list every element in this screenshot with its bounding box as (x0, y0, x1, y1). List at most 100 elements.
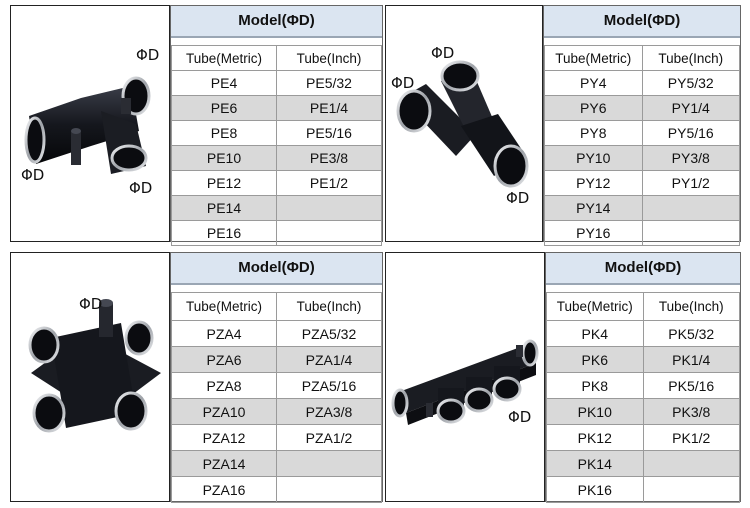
pza-diameter-label: ΦD (79, 295, 103, 313)
pe-metric-cell: PE6 (171, 95, 277, 121)
py-fitting-image-frame: ΦD ΦD ΦD (385, 5, 543, 242)
table-row: PK16 (546, 476, 740, 503)
py-metric-cell: PY12 (544, 170, 643, 196)
pk-metric-cell: PK14 (546, 450, 644, 477)
pza-table-title: Model(ΦD) (171, 253, 382, 285)
pk-manifold-fitting-image (391, 339, 539, 425)
pe-diameter-label-top: ΦD (136, 46, 160, 64)
pk-metric-cell: PK6 (546, 346, 644, 373)
pk-metric-cell: PK16 (546, 476, 644, 503)
pe-diameter-label-bottom: ΦD (129, 179, 153, 197)
table-row: PZA14 (171, 450, 382, 477)
pe-inch-cell: PE1/4 (276, 95, 382, 121)
py-inch-cell: PY5/32 (641, 70, 740, 96)
pk-inch-cell (642, 450, 740, 477)
py-inch-cell (641, 220, 740, 246)
table-row: PK14 (546, 450, 740, 477)
pk-inch-cell: PK1/2 (642, 424, 740, 451)
py-metric-cell: PY4 (544, 70, 643, 96)
pe-header-metric: Tube(Metric) (171, 45, 277, 71)
pza-metric-cell: PZA8 (171, 372, 277, 399)
pk-header-inch: Tube(Inch) (642, 292, 740, 321)
pk-metric-cell: PK10 (546, 398, 644, 425)
py-header-metric: Tube(Metric) (544, 45, 643, 71)
pe-inch-cell: PE5/32 (276, 70, 382, 96)
pza-inch-cell (276, 450, 382, 477)
py-inch-cell: PY1/2 (641, 170, 740, 196)
pe-inch-cell (276, 195, 382, 221)
py-inch-cell: PY5/16 (641, 120, 740, 146)
pza-inch-cell: PZA1/4 (276, 346, 382, 373)
pe-inch-cell: PE5/16 (276, 120, 382, 146)
py-diameter-label-bottom: ΦD (506, 189, 530, 207)
pe-table-title: Model(ΦD) (171, 6, 382, 38)
pk-inch-cell: PK1/4 (642, 346, 740, 373)
py-inch-cell: PY3/8 (641, 145, 740, 171)
py-metric-cell: PY14 (544, 195, 643, 221)
pk-inch-cell (642, 476, 740, 503)
pe-inch-cell: PE1/2 (276, 170, 382, 196)
pk-inch-cell: PK5/32 (642, 320, 740, 347)
py-metric-cell: PY8 (544, 120, 643, 146)
pe-metric-cell: PE12 (171, 170, 277, 196)
table-row: PY16 (544, 220, 740, 246)
pk-table-title: Model(ΦD) (546, 253, 740, 285)
pza-cross-fitting-image (28, 299, 161, 433)
pk-fitting-image-frame: ΦD (385, 252, 545, 502)
pza-inch-cell: PZA3/8 (276, 398, 382, 425)
pe-inch-cell (276, 220, 382, 246)
pza-metric-cell: PZA10 (171, 398, 277, 425)
pe-tee-fitting-image (24, 76, 151, 174)
pza-metric-cell: PZA4 (171, 320, 277, 347)
py-diameter-label-top: ΦD (431, 44, 455, 62)
pza-metric-cell: PZA12 (171, 424, 277, 451)
table-row: PZA16 (171, 476, 382, 503)
py-header-inch: Tube(Inch) (641, 45, 740, 71)
pe-header-inch: Tube(Inch) (276, 45, 382, 71)
pk-diameter-label: ΦD (508, 408, 532, 426)
pk-metric-cell: PK4 (546, 320, 644, 347)
py-metric-cell: PY10 (544, 145, 643, 171)
pza-header-inch: Tube(Inch) (276, 292, 382, 321)
table-row: PE16 (171, 220, 382, 246)
pza-metric-cell: PZA16 (171, 476, 277, 503)
pk-header-metric: Tube(Metric) (546, 292, 644, 321)
py-y-fitting-image (396, 60, 529, 188)
pe-metric-cell: PE14 (171, 195, 277, 221)
py-table-title: Model(ΦD) (544, 6, 740, 38)
pe-metric-cell: PE10 (171, 145, 277, 171)
pk-inch-cell: PK3/8 (642, 398, 740, 425)
pza-inch-cell: PZA1/2 (276, 424, 382, 451)
table-row: PE14 (171, 195, 382, 221)
pza-metric-cell: PZA14 (171, 450, 277, 477)
py-inch-cell (641, 195, 740, 221)
pza-header-metric: Tube(Metric) (171, 292, 277, 321)
pk-metric-cell: PK8 (546, 372, 644, 399)
pe-inch-cell: PE3/8 (276, 145, 382, 171)
py-inch-cell: PY1/4 (641, 95, 740, 121)
pza-metric-cell: PZA6 (171, 346, 277, 373)
pe-metric-cell: PE16 (171, 220, 277, 246)
